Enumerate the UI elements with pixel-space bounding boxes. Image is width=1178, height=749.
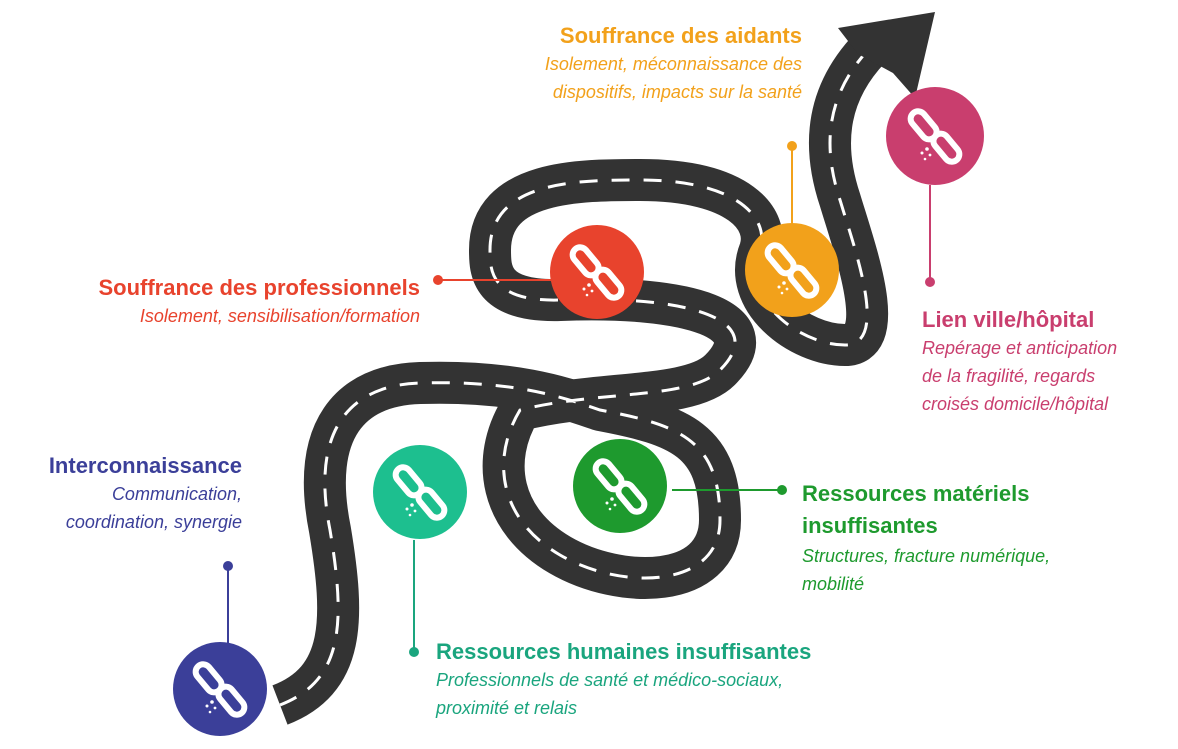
title-professionnels: Souffrance des professionnels bbox=[98, 275, 420, 300]
connector-lien bbox=[925, 185, 935, 287]
desc-humaines-2: proximité et relais bbox=[436, 698, 578, 718]
desc-professionnels-1: Isolement, sensibilisation/formation bbox=[139, 306, 420, 326]
title-humaines: Ressources humaines insuffisantes bbox=[436, 639, 812, 664]
desc-materiels-1: Structures, fracture numérique, bbox=[802, 546, 1051, 566]
desc-interconnaissance-1: Communication, bbox=[111, 484, 242, 504]
title-aidants: Souffrance des aidants bbox=[559, 23, 802, 48]
label-aidants: Souffrance des aidants Isolement, méconn… bbox=[440, 22, 802, 106]
milestone-humaines bbox=[373, 445, 467, 539]
connector-materiels bbox=[672, 485, 787, 495]
desc-aidants-1: Isolement, méconnaissance des bbox=[544, 54, 802, 74]
title-lien: Lien ville/hôpital bbox=[922, 307, 1095, 332]
road bbox=[271, 33, 889, 725]
desc-lien-1: Repérage et anticipation bbox=[922, 338, 1118, 358]
milestone-aidants bbox=[745, 223, 839, 317]
label-materiels: Ressources matériels insuffisantes Struc… bbox=[802, 478, 1172, 598]
label-lien: Lien ville/hôpital Repérage et anticipat… bbox=[922, 306, 1172, 418]
desc-lien-2: de la fragilité, regards bbox=[922, 366, 1096, 386]
connector-aidants bbox=[787, 141, 797, 225]
milestone-materiels bbox=[573, 439, 667, 533]
label-professionnels: Souffrance des professionnels Isolement,… bbox=[0, 274, 420, 330]
label-interconnaissance: Interconnaissance Communication, coordin… bbox=[0, 452, 242, 536]
milestone-lien bbox=[886, 87, 984, 185]
title-interconnaissance: Interconnaissance bbox=[48, 453, 242, 478]
desc-aidants-2: dispositifs, impacts sur la santé bbox=[552, 82, 802, 102]
milestone-interconnaissance bbox=[173, 642, 267, 736]
connector-interconnaissance bbox=[223, 561, 233, 650]
title-materiels: Ressources matériels insuffisantes bbox=[802, 481, 1030, 538]
road-center-dashes bbox=[279, 46, 872, 707]
desc-lien-3: croisés domicile/hôpital bbox=[922, 394, 1109, 414]
label-humaines: Ressources humaines insuffisantes Profes… bbox=[436, 638, 916, 722]
milestone-professionnels bbox=[550, 225, 644, 319]
desc-interconnaissance-2: coordination, synergie bbox=[65, 512, 242, 532]
connector-professionnels bbox=[433, 275, 555, 285]
desc-materiels-2: mobilité bbox=[802, 574, 865, 594]
connector-humaines bbox=[409, 540, 419, 657]
road-arrow-head bbox=[838, 12, 935, 98]
desc-humaines-1: Professionnels de santé et médico-sociau… bbox=[436, 670, 784, 690]
